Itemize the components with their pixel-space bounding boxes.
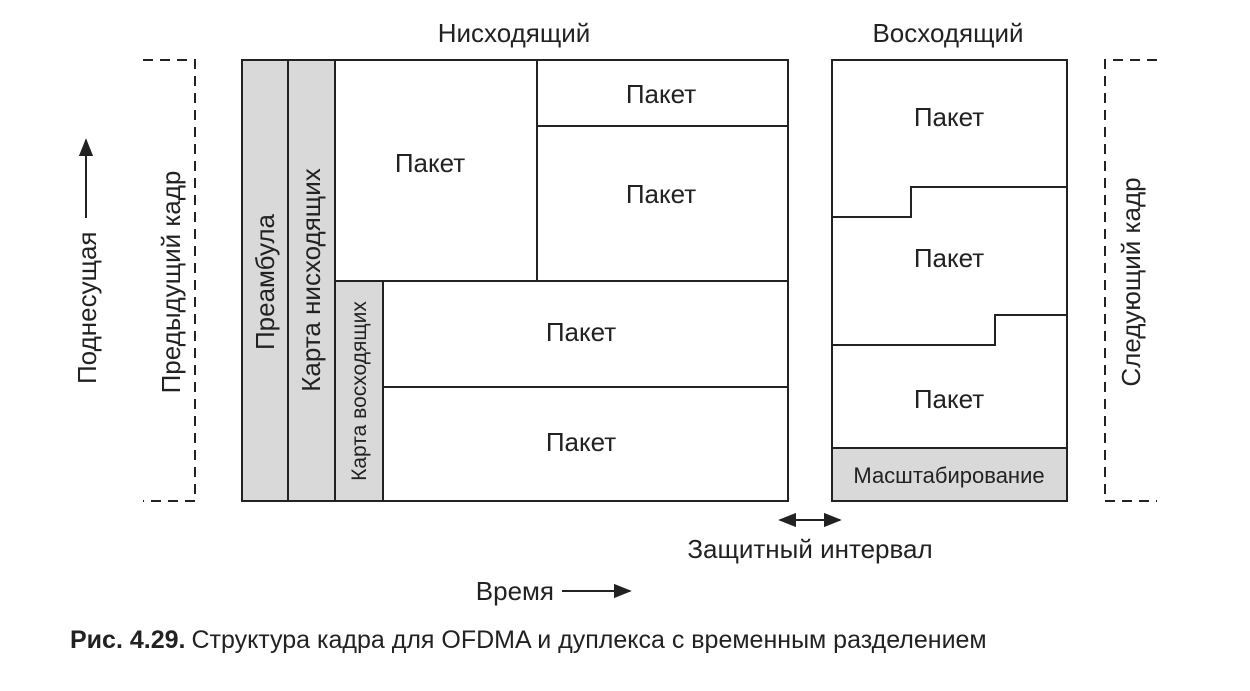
guard-interval: Защитный интервал	[687, 512, 933, 564]
downlink-title: Нисходящий	[438, 18, 591, 48]
downlink-map-block	[287, 59, 336, 502]
downlink-packet-5	[382, 386, 789, 502]
uplink-packet-2-label: Пакет	[914, 243, 984, 273]
ranging-block	[831, 447, 1068, 502]
next-frame: Следующий кадр	[1104, 59, 1157, 502]
downlink-packet-1-label: Пакет	[395, 148, 465, 178]
downlink-packet-2-label: Пакет	[626, 79, 696, 109]
downlink-packet-3	[536, 125, 789, 282]
downlink-subframe: Преамбула Карта нисходящих Карта восходя…	[241, 59, 789, 502]
figure-caption: Рис. 4.29.Структура кадра для OFDMA и ду…	[70, 626, 987, 655]
downlink-packet-4-label: Пакет	[546, 317, 616, 347]
figure-number: Рис. 4.29.	[70, 626, 186, 654]
subcarrier-axis: Поднесущая	[72, 138, 102, 385]
next-frame-label: Следующий кадр	[1116, 177, 1146, 386]
ranging-label: Масштабирование	[853, 463, 1044, 488]
previous-frame-bracket	[143, 59, 196, 502]
uplink-packet-divider-2	[832, 314, 1067, 346]
uplink-packet-divider-1	[832, 186, 1067, 218]
downlink-packet-2	[536, 59, 789, 127]
uplink-packet-3-label: Пакет	[914, 384, 984, 414]
downlink-packet-5-label: Пакет	[546, 427, 616, 457]
subcarrier-label: Поднесущая	[72, 232, 102, 385]
uplink-frame-border	[831, 59, 1068, 502]
figure-caption-text: Структура кадра для OFDMA и дуплекса с в…	[191, 626, 987, 654]
time-label: Время	[476, 576, 554, 606]
uplink-map-label: Карта восходящих	[348, 301, 371, 481]
previous-frame-label: Предыдущий кадр	[156, 171, 186, 394]
uplink-packet-1-label: Пакет	[914, 102, 984, 132]
ofdma-tdd-frame-diagram: Нисходящий Восходящий Поднесущая Предыду…	[72, 18, 1157, 606]
uplink-map-block	[334, 280, 384, 502]
guard-interval-label: Защитный интервал	[687, 534, 932, 564]
downlink-map-label: Карта нисходящих	[296, 168, 326, 391]
uplink-title: Восходящий	[872, 18, 1023, 48]
uplink-subframe: Пакет Пакет Пакет Масштабирование	[831, 59, 1068, 502]
downlink-packet-3-label: Пакет	[626, 179, 696, 209]
previous-frame: Предыдущий кадр	[143, 59, 196, 502]
preamble-label: Преамбула	[250, 213, 280, 350]
preamble-block	[241, 59, 289, 502]
next-frame-bracket	[1104, 59, 1157, 502]
time-axis: Время	[476, 576, 632, 606]
